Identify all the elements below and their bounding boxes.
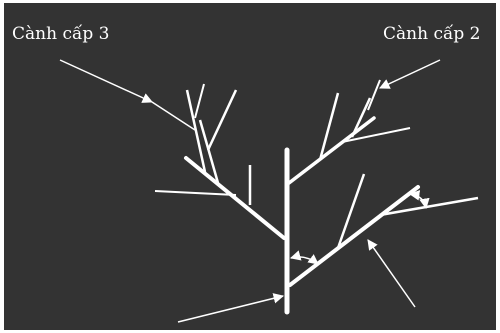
label-level-3: Cành cấp 3 (12, 24, 110, 44)
arrow-to-level3-cont (151, 101, 196, 131)
label-level-2: Cành cấp 2 (383, 24, 481, 44)
arrow-to-level3 (59, 59, 153, 103)
sub-branch-upper-2 (350, 97, 372, 138)
sub-branch-left-3 (206, 89, 238, 151)
branch-upper-right (287, 116, 376, 185)
branch-lower-right (288, 185, 420, 287)
sub-branch-lower-1 (336, 173, 366, 249)
sub-branch-left-4 (194, 83, 205, 119)
branch-left (184, 156, 286, 240)
sub-branch-upper-1 (318, 92, 340, 161)
arrow-to-lower-branch (367, 239, 416, 308)
sub-branch-left-2 (185, 89, 207, 173)
angle-arc-branch (408, 190, 430, 210)
sub-branch-left-6 (154, 190, 237, 196)
sub-branch-upper-4 (341, 127, 411, 143)
sub-branch-left-1 (198, 119, 220, 184)
arrow-to-trunk (177, 293, 285, 323)
angle-arc-trunk (289, 250, 319, 265)
sub-branch-upper-3 (367, 79, 381, 111)
arrow-to-level2 (379, 59, 441, 89)
